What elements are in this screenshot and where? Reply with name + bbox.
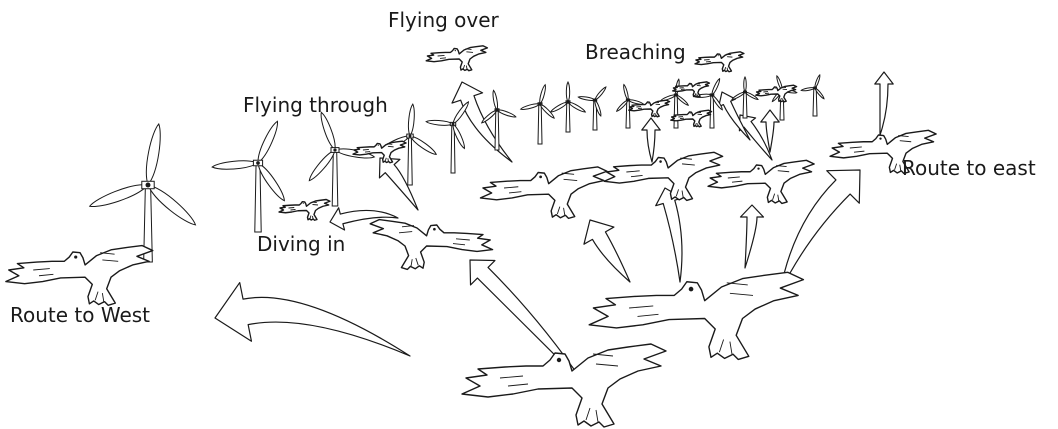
wind-turbine bbox=[520, 84, 555, 144]
flight-arrow bbox=[741, 205, 764, 268]
label-route-to-east: Route to east bbox=[902, 158, 1036, 178]
flight-arrow bbox=[642, 118, 660, 162]
wind-turbine bbox=[481, 90, 517, 150]
label-breaching: Breaching bbox=[585, 42, 686, 62]
wind-turbine bbox=[426, 101, 470, 173]
wind-turbine bbox=[550, 82, 586, 132]
bird bbox=[462, 344, 666, 427]
bird bbox=[480, 167, 606, 218]
wind-turbine bbox=[307, 111, 375, 206]
wind-turbine bbox=[578, 86, 607, 130]
flight-arrow bbox=[215, 283, 410, 356]
arrow-layer bbox=[215, 72, 893, 385]
label-flying-through: Flying through bbox=[243, 95, 388, 115]
wind-turbine bbox=[88, 123, 199, 262]
bird bbox=[695, 52, 744, 72]
wind-turbine bbox=[801, 74, 825, 116]
bird bbox=[6, 246, 153, 306]
label-diving-in: Diving in bbox=[257, 234, 345, 254]
flight-arrow bbox=[584, 220, 630, 282]
flight-arrow bbox=[656, 188, 683, 282]
label-route-to-west: Route to West bbox=[10, 305, 150, 325]
flight-arrow bbox=[875, 72, 893, 135]
wind-turbine bbox=[212, 120, 288, 232]
bird bbox=[426, 46, 487, 71]
bird bbox=[589, 272, 803, 359]
bird bbox=[708, 160, 814, 203]
bird bbox=[279, 200, 330, 221]
label-flying-over: Flying over bbox=[388, 10, 499, 30]
